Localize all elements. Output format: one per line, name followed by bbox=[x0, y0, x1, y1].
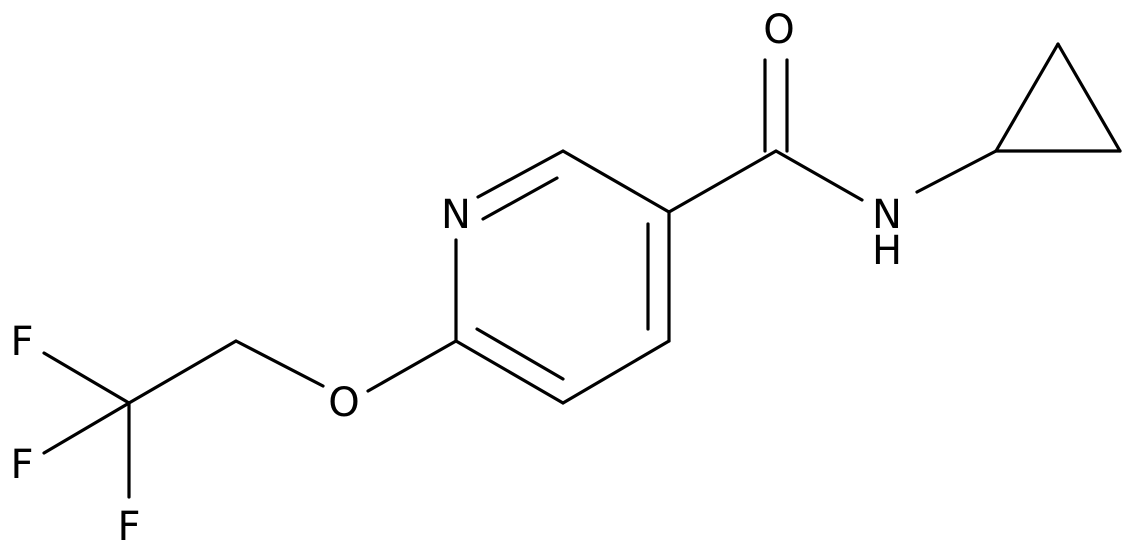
bond-cp-1 bbox=[994, 42, 1060, 153]
bond-c3-carbonyl bbox=[667, 149, 778, 214]
bond-carbonyl-n bbox=[774, 149, 864, 202]
bond-o-ch2 bbox=[234, 339, 325, 388]
bond-ch2-cf3 bbox=[127, 339, 238, 405]
amide-group bbox=[667, 58, 998, 214]
carbonyl-oxygen-label: O bbox=[763, 7, 794, 53]
bond-n-c2 bbox=[476, 149, 565, 199]
pyridine-ring bbox=[454, 149, 671, 405]
trifluoroethoxy-group bbox=[42, 339, 458, 499]
bond-c4-c5 bbox=[561, 339, 671, 405]
bond-n-c2-inner bbox=[481, 176, 559, 221]
amide-hydrogen-label: H bbox=[872, 228, 902, 274]
bond-c5-c6 bbox=[454, 339, 565, 405]
bond-cf3-f2 bbox=[42, 401, 131, 455]
amide-nitrogen-label: N bbox=[872, 192, 902, 238]
ether-oxygen-label: O bbox=[328, 380, 359, 426]
fluorine-bottom-label: F bbox=[117, 504, 140, 550]
bond-c5-c6-inner bbox=[475, 327, 565, 381]
bond-n-cyclopropyl bbox=[915, 149, 998, 194]
fluorine-left-label: F bbox=[10, 442, 33, 488]
bond-c2-c3 bbox=[561, 149, 671, 214]
fluorine-top-label: F bbox=[10, 319, 33, 365]
bond-cf3-f1 bbox=[42, 351, 131, 405]
cyclopropyl-ring bbox=[994, 42, 1122, 153]
bond-c6-o bbox=[366, 339, 458, 393]
ring-nitrogen-label: N bbox=[441, 192, 471, 238]
bond-cp-2 bbox=[1056, 42, 1122, 153]
